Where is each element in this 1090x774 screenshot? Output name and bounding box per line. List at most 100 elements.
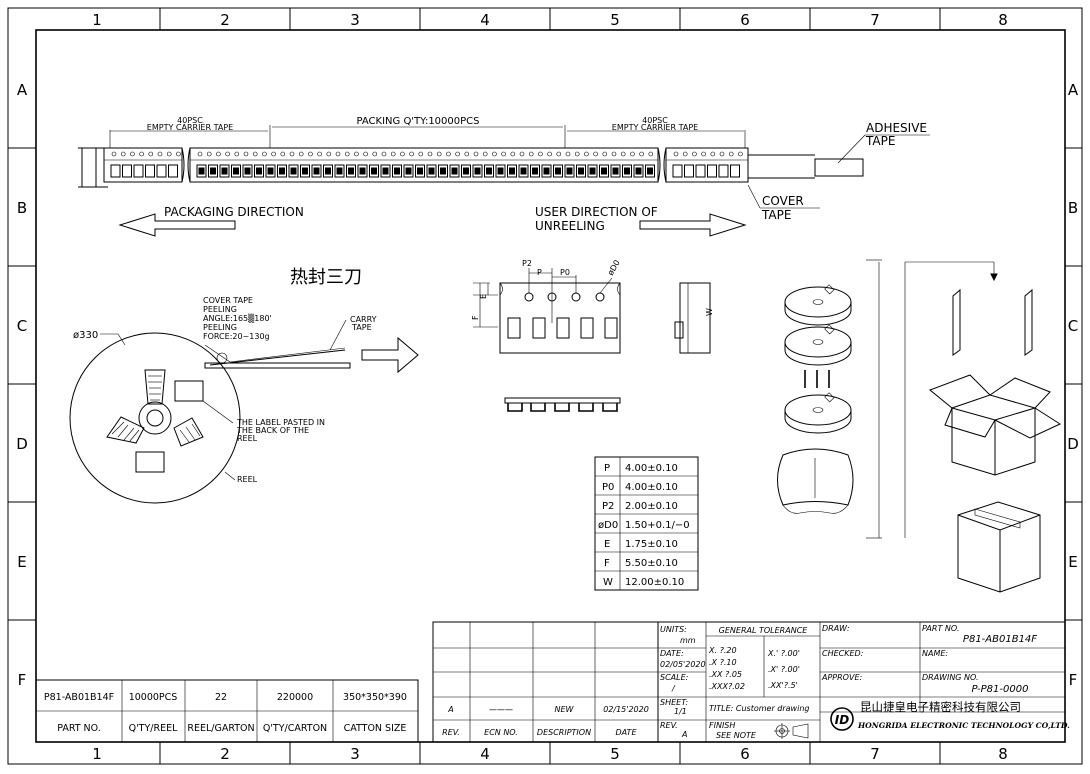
packaging-direction-arrow xyxy=(118,213,236,237)
sprocket-hole xyxy=(216,151,221,157)
parts-header: Q'TY/CARTON xyxy=(263,723,327,734)
unreeling-direction-arrow xyxy=(639,213,747,237)
right-empty-qty: 40PSC xyxy=(642,116,668,125)
parts-value: 10000PCS xyxy=(129,692,178,703)
empty-pocket xyxy=(110,164,121,178)
right-empty-label: EMPTY CARRIER TAPE xyxy=(612,123,698,132)
component-in-pocket xyxy=(647,167,653,175)
sprocket-hole xyxy=(593,151,598,157)
part-no-label: PART NO. xyxy=(922,624,959,633)
reel-diameter-label: ø330 xyxy=(73,330,98,341)
loaded-pocket xyxy=(357,164,368,178)
sprocket-hole xyxy=(673,151,679,157)
sprocket-hole xyxy=(197,151,203,157)
company-name-cn: 昆山捷皇电子精密科技有限公司 xyxy=(860,700,1021,714)
sprocket-hole xyxy=(243,151,249,157)
carry-tape-label-line1: CARRY xyxy=(350,315,377,324)
sprocket-hole xyxy=(728,151,734,157)
packaging-direction-label: PACKAGING DIRECTION xyxy=(164,205,304,219)
loaded-pocket xyxy=(288,164,299,178)
col-label-bottom: 6 xyxy=(740,745,750,763)
spec-symbol: F xyxy=(604,558,610,569)
component-in-pocket xyxy=(371,167,377,175)
sheet-label: SHEET: xyxy=(660,698,688,707)
rev-header: REV. xyxy=(442,728,460,737)
sprocket-hole xyxy=(326,151,332,157)
rev-header: ECN NO. xyxy=(484,728,518,737)
row-label-right: D xyxy=(1067,435,1079,453)
tol-right: .XX'?.5' xyxy=(768,681,798,690)
rev-cell: ——— xyxy=(489,705,513,714)
sprocket-hole xyxy=(289,151,295,157)
carry-tape-label-line2: TAPE xyxy=(351,323,372,332)
cover-peel-line: COVER TAPE xyxy=(203,296,253,305)
sprocket-hole xyxy=(262,151,267,157)
rev-cell: 02/15'2020 xyxy=(603,705,649,714)
sprocket-hole xyxy=(738,151,743,157)
sheet-value: 1/1 xyxy=(674,707,687,716)
loaded-pocket xyxy=(553,164,563,178)
process-arrow xyxy=(361,336,419,374)
packing-illustration xyxy=(777,259,1062,593)
sprocket-hole xyxy=(308,151,313,157)
parts-table: P81-AB01B14F 10000PCS 22 220000 350*350*… xyxy=(35,679,419,743)
sprocket-hole xyxy=(252,151,258,157)
sprocket-hole xyxy=(464,151,470,157)
sprocket-hole xyxy=(682,151,688,157)
scale-value: / xyxy=(671,684,676,693)
component-in-pocket xyxy=(302,167,308,175)
sprocket-hole xyxy=(111,151,117,157)
col-label-bottom: 1 xyxy=(92,745,102,763)
sprocket-hole xyxy=(692,151,697,157)
col-label-top: 5 xyxy=(610,11,620,29)
component-in-pocket xyxy=(497,167,504,175)
tol-left: X. ?.20 xyxy=(708,646,737,655)
loaded-pocket xyxy=(587,164,598,178)
empty-pocket xyxy=(718,164,729,178)
tolerance-title: GENERAL TOLERANCE xyxy=(719,626,809,635)
inner-frame xyxy=(35,29,1066,743)
component-in-pocket xyxy=(233,167,239,175)
component-in-pocket xyxy=(244,167,251,175)
user-direction-label-line1: USER DIRECTION OF xyxy=(535,205,658,219)
sprocket-hole xyxy=(148,151,154,157)
spec-symbol: øD0 xyxy=(598,520,618,531)
grid-ticks xyxy=(8,8,1082,764)
component-in-pocket xyxy=(428,167,435,175)
sprocket-hole xyxy=(372,151,378,157)
sprocket-hole xyxy=(298,151,304,157)
sprocket-hole xyxy=(630,151,635,157)
cover-peel-line: ANGLE:165▒180' xyxy=(203,313,272,323)
row-label-left: E xyxy=(17,553,26,571)
reel-stack xyxy=(784,284,852,434)
sprocket-hole xyxy=(510,151,516,157)
spec-value: 2.00±0.10 xyxy=(625,501,678,512)
component-in-pocket xyxy=(566,167,573,175)
adhesive-tape-label-line1: ADHESIVE xyxy=(866,121,927,135)
component-in-pocket xyxy=(440,167,446,175)
spec-symbol: P2 xyxy=(602,501,614,512)
spec-value: 4.00±0.10 xyxy=(625,482,678,493)
rev-header: DESCRIPTION xyxy=(537,728,591,737)
col-label-bottom: 4 xyxy=(480,745,490,763)
spec-table: P 4.00±0.10 P0 4.00±0.10 P2 2.00±0.10 øD… xyxy=(594,456,699,591)
svg-text:ID: ID xyxy=(835,713,849,727)
sprocket-hole xyxy=(381,151,387,157)
sprocket-hole xyxy=(648,151,654,157)
loaded-pocket xyxy=(242,164,253,178)
component-in-pocket xyxy=(555,167,561,175)
component-in-pocket xyxy=(601,167,607,175)
component-in-pocket xyxy=(256,167,262,175)
pocket-detail: P2 P P0 øD0 E F W xyxy=(471,259,714,412)
row-label-right: A xyxy=(1068,81,1079,99)
component-in-pocket xyxy=(509,167,515,175)
tol-left: .X ?.10 xyxy=(709,658,737,667)
component-in-pocket xyxy=(290,167,297,175)
label-note-line: THE LABEL PASTED IN xyxy=(236,418,325,427)
sprocket-hole xyxy=(225,151,230,157)
parts-header: REEL/GARTON xyxy=(187,723,254,734)
component-in-pocket xyxy=(451,167,458,175)
row-label-right: C xyxy=(1068,317,1078,335)
sprocket-hole xyxy=(611,151,617,157)
left-empty-label: EMPTY CARRIER TAPE xyxy=(147,123,233,132)
